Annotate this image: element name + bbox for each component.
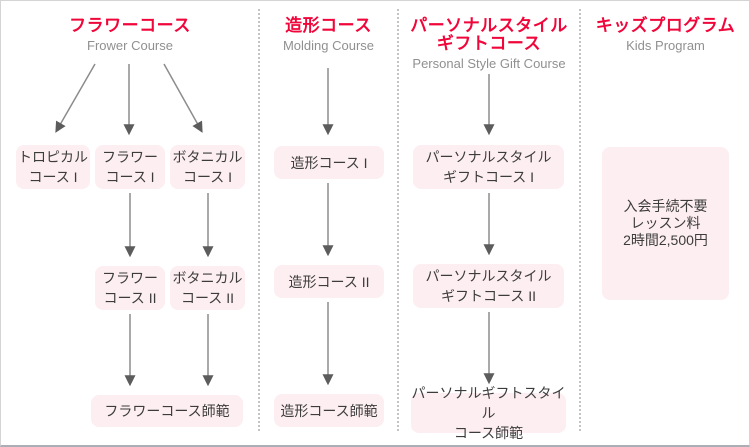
- node-botanical-course-1: ボタニカル コース I: [170, 145, 245, 189]
- node-flower-course-1: フラワー コース I: [95, 145, 165, 189]
- arrow: [55, 63, 96, 133]
- node-personal-style-gift-course-2: パーソナルスタイル ギフトコース II: [413, 264, 564, 308]
- column-header-flower: フラワーコース Frower Course: [1, 17, 259, 53]
- arrow: [163, 63, 203, 133]
- column-subtitle: Kids Program: [626, 38, 705, 53]
- node-tropical-course-1: トロピカル コース I: [16, 145, 90, 189]
- column-header-kids: キッズプログラム Kids Program: [580, 16, 749, 53]
- column-subtitle: Frower Course: [87, 38, 173, 53]
- node-molding-course-1: 造形コース I: [274, 146, 384, 179]
- column-title: パーソナルスタイル ギフトコース: [410, 16, 568, 53]
- column-separator: [579, 9, 581, 431]
- kids-program-info-box: 入会手続不要 レッスン料 2時間2,500円: [602, 147, 729, 300]
- node-molding-course-2: 造形コース II: [274, 265, 384, 298]
- column-subtitle: Personal Style Gift Course: [412, 56, 566, 71]
- node-personal-gift-style-course-master: パーソナルギフトスタイル コース師範: [411, 385, 566, 441]
- column-header-molding: 造形コース Molding Course: [259, 17, 398, 53]
- node-flower-course-master: フラワーコース師範: [91, 395, 243, 427]
- column-header-personal-style-gift: パーソナルスタイル ギフトコース Personal Style Gift Cou…: [398, 17, 580, 71]
- column-separator: [258, 9, 260, 431]
- node-personal-style-gift-course-1: パーソナルスタイル ギフトコース I: [413, 145, 564, 189]
- node-molding-course-master: 造形コース師範: [274, 394, 384, 427]
- column-title: 造形コース: [285, 16, 372, 35]
- column-subtitle: Molding Course: [282, 38, 375, 53]
- node-flower-course-2: フラワー コース II: [95, 266, 165, 310]
- column-title: フラワーコース: [69, 16, 191, 35]
- column-title: キッズプログラム: [595, 16, 736, 35]
- node-botanical-course-2: ボタニカル コース II: [170, 266, 245, 310]
- column-separator: [397, 9, 399, 431]
